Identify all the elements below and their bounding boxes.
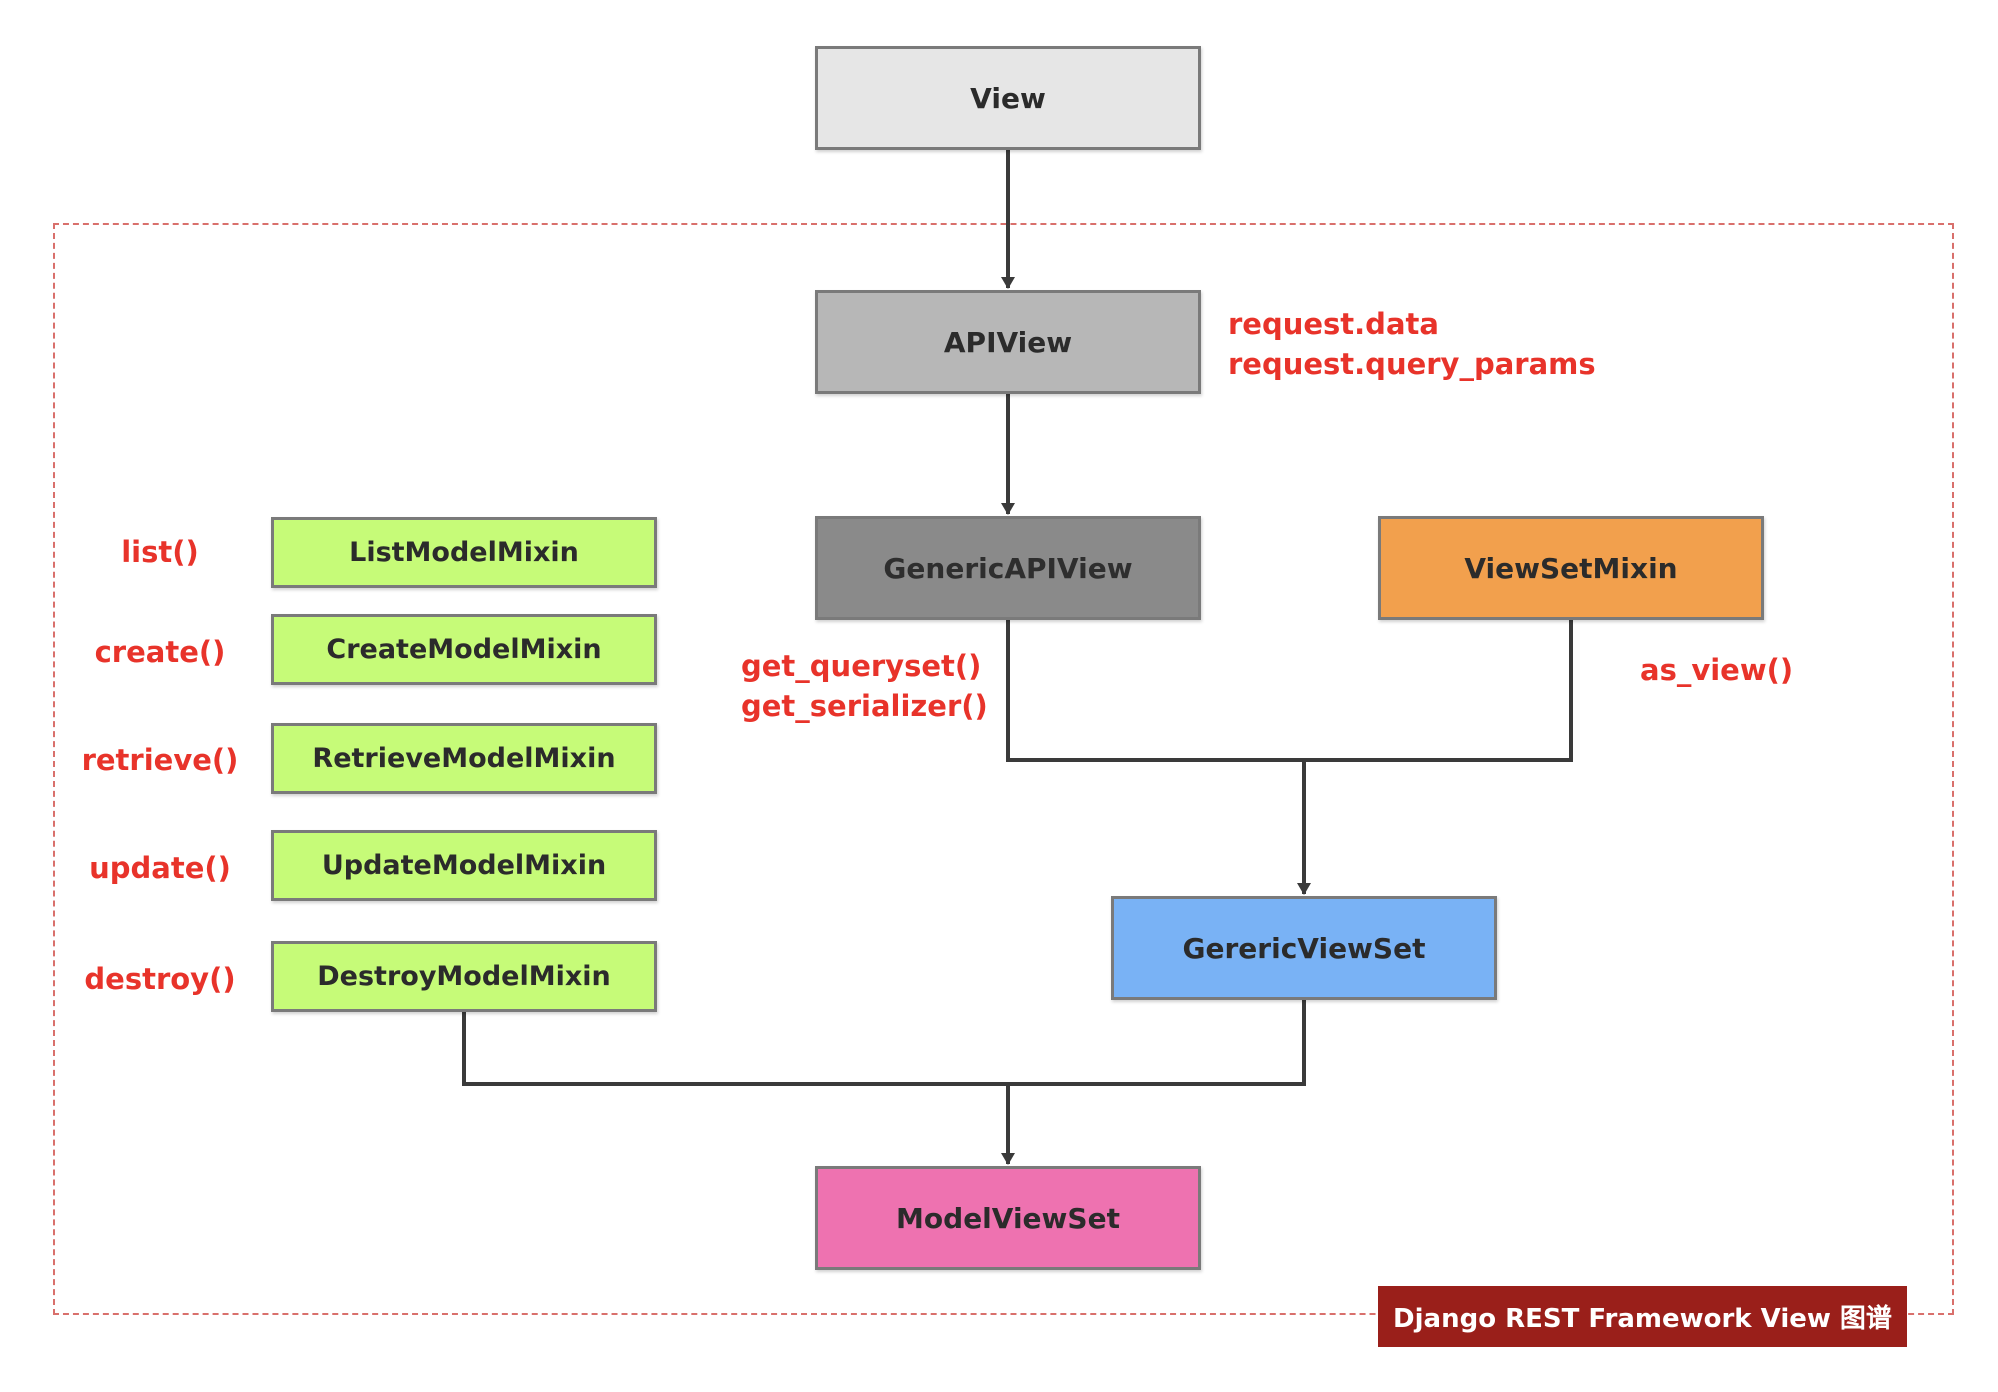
apiview-note-query-params: request.query_params — [1228, 347, 1596, 381]
view-node: View — [815, 46, 1201, 150]
update-method-label: update() — [89, 851, 231, 885]
rest-framework-boundary — [53, 223, 1954, 1315]
line-viewsetmixin-to-merge — [1304, 620, 1573, 762]
viewset-mixin-note-as-view: as_view() — [1640, 653, 1794, 687]
generic-note-get-queryset: get_queryset() — [741, 649, 982, 683]
model-viewset-node: ModelViewSet — [815, 1166, 1201, 1270]
create-model-mixin-node: CreateModelMixin — [271, 614, 657, 685]
retrieve-model-mixin-node: RetrieveModelMixin — [271, 723, 657, 794]
update-model-mixin-node: UpdateModelMixin — [271, 830, 657, 901]
list-model-mixin-node: ListModelMixin — [271, 517, 657, 588]
destroy-method-label: destroy() — [84, 962, 236, 996]
generic-note-get-serializer: get_serializer() — [741, 689, 988, 723]
list-method-label: list() — [121, 535, 199, 569]
generic-api-view-node: GenericAPIView — [815, 516, 1201, 620]
destroy-model-mixin-node: DestroyModelMixin — [271, 941, 657, 1012]
viewset-mixin-node: ViewSetMixin — [1378, 516, 1764, 620]
apiview-node: APIView — [815, 290, 1201, 394]
line-generic-to-merge — [1006, 620, 1304, 762]
line-destroy-to-merge — [462, 1012, 1008, 1086]
apiview-note-request-data: request.data — [1228, 307, 1439, 341]
generic-viewset-node: GerericViewSet — [1111, 896, 1497, 1000]
line-genericviewset-to-merge — [1008, 1000, 1306, 1086]
retrieve-method-label: retrieve() — [81, 743, 239, 777]
diagram-title-banner: Django REST Framework View 图谱 — [1378, 1286, 1907, 1347]
create-method-label: create() — [94, 635, 226, 669]
